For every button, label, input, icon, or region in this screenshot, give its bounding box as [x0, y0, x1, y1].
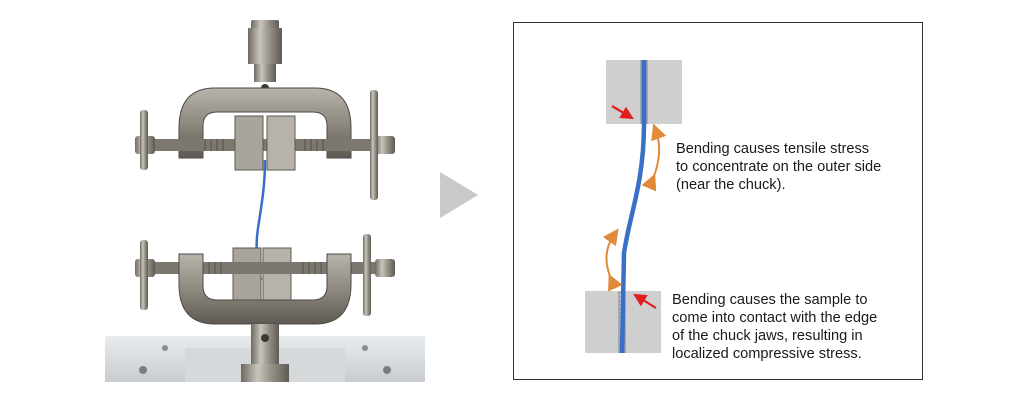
stress-diagram-panel: Bending causes tensile stress to concent…: [513, 22, 923, 380]
bending-stress-diagram: [585, 60, 682, 354]
tensile-stress-arrow: [611, 105, 634, 120]
compressive-stress-arrow: [633, 293, 657, 309]
grip-photo: [105, 18, 425, 382]
play-triangle-icon: [440, 172, 478, 223]
bend-arrow-bottom: [602, 228, 623, 292]
bend-arrow-top: [641, 123, 667, 192]
tensile-grip-illustration: [105, 20, 425, 382]
caption-tensile-stress: Bending causes tensile stress to concent…: [676, 141, 882, 193]
caption-compressive-stress: Bending causes the sample to come into c…: [672, 292, 878, 362]
